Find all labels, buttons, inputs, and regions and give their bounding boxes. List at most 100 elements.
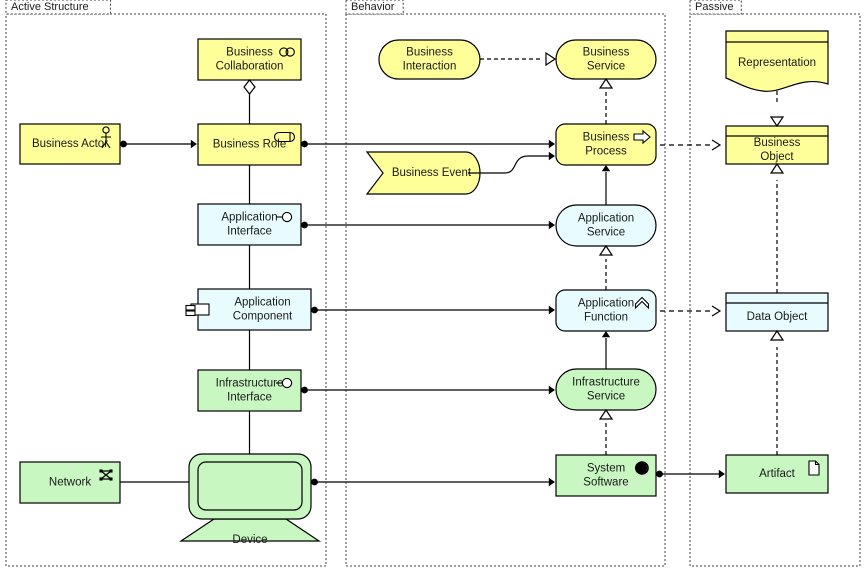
arrowhead-filled bbox=[548, 385, 555, 395]
node-shape[interactable] bbox=[555, 368, 657, 411]
node-shape[interactable] bbox=[555, 123, 657, 166]
assignment-ball bbox=[301, 140, 308, 148]
relation-dataobject-realizes-bobject-realization bbox=[769, 162, 785, 293]
node-shape[interactable] bbox=[197, 123, 302, 166]
arrowhead-filled bbox=[190, 139, 197, 149]
node-shape[interactable] bbox=[555, 454, 657, 497]
component-icon-tab-bottom bbox=[185, 310, 196, 317]
node-label: Representation bbox=[738, 57, 816, 69]
node-label: Application bbox=[234, 297, 290, 309]
relation-event-triggers-process-trigger bbox=[468, 151, 555, 174]
arrowhead-filled bbox=[548, 477, 555, 487]
node-label: Device bbox=[232, 534, 267, 546]
system-software-icon-inner bbox=[635, 462, 647, 474]
node-label: Business bbox=[406, 47, 453, 59]
node-data-object[interactable]: Data Object bbox=[725, 292, 829, 332]
node-business-role[interactable]: Business Role bbox=[197, 123, 302, 166]
panel-label: Passive bbox=[695, 1, 734, 13]
device-icon-screen bbox=[197, 461, 303, 511]
arrowhead-filled bbox=[601, 331, 611, 338]
arrowhead-filled bbox=[601, 165, 611, 172]
arrowhead-hollow-triangle bbox=[769, 329, 785, 341]
arrowhead-open bbox=[711, 305, 722, 317]
node-label: Network bbox=[49, 477, 91, 489]
node-label: Business Event bbox=[392, 167, 472, 179]
node-business-actor[interactable]: Business Actor bbox=[19, 123, 121, 165]
arrowhead-filled bbox=[548, 139, 555, 149]
relation-syssoftware-realizes-infraservice-realization bbox=[598, 408, 614, 455]
collaboration-icon-right bbox=[285, 47, 295, 57]
node-label: Business bbox=[754, 137, 801, 149]
relation-appinterface-assigned-appservice-assignment bbox=[301, 220, 555, 230]
network-icon-links bbox=[100, 470, 112, 480]
node-label: Interaction bbox=[403, 61, 457, 73]
node-business-event[interactable]: Business Event bbox=[365, 151, 481, 195]
node-artifact[interactable]: Artifact bbox=[725, 454, 829, 494]
panel-border bbox=[5, 13, 327, 567]
artifact-icon-fold bbox=[814, 461, 819, 466]
node-label: Application bbox=[578, 213, 634, 225]
process-arrow-icon-shape bbox=[633, 129, 651, 145]
panel-tab bbox=[5, 0, 111, 15]
node-label: Software bbox=[583, 477, 628, 489]
relation-interaction-realizes-service-realization bbox=[480, 51, 557, 67]
panel-tab bbox=[345, 0, 404, 15]
node-label: Object bbox=[760, 151, 794, 163]
node-label: Business bbox=[226, 47, 273, 59]
node-label: Function bbox=[584, 312, 628, 324]
function-arrow-icon-shape bbox=[634, 296, 650, 310]
arrowhead-hollow-triangle bbox=[598, 244, 614, 256]
arrowhead-hollow-triangle bbox=[769, 116, 785, 128]
node-shape[interactable] bbox=[555, 289, 657, 332]
actor-icon-body bbox=[101, 133, 111, 149]
node-label: Application bbox=[221, 212, 277, 224]
artifact-icon-page bbox=[808, 460, 820, 476]
arrowhead-filled bbox=[548, 305, 555, 315]
assignment-ball bbox=[301, 386, 308, 394]
node-label: Component bbox=[233, 311, 293, 323]
node-network[interactable]: Network bbox=[19, 461, 121, 504]
aggregation-diamond bbox=[243, 79, 256, 95]
arrowhead-filled bbox=[548, 220, 555, 230]
relation-infraservice-used-by-function-serving bbox=[601, 331, 611, 369]
node-label: Process bbox=[585, 146, 627, 158]
node-shape[interactable] bbox=[19, 461, 121, 504]
node-device[interactable]: Device bbox=[179, 453, 321, 546]
node-shape[interactable] bbox=[725, 125, 829, 165]
relation-path bbox=[468, 155, 550, 174]
panel-behavior: Behavior bbox=[345, 0, 666, 567]
node-shape[interactable] bbox=[725, 292, 829, 332]
relation-collaboration-aggregates-role-aggregation bbox=[243, 79, 256, 124]
panel-label: Behavior bbox=[351, 1, 395, 13]
arrowhead-open bbox=[711, 139, 722, 151]
relation-artifact-realizes-dataobject-realization bbox=[769, 329, 785, 455]
panel-label: Active Structure bbox=[11, 1, 89, 13]
node-shape[interactable] bbox=[197, 288, 312, 331]
node-shape[interactable] bbox=[197, 38, 302, 81]
node-label: Business bbox=[583, 132, 630, 144]
node-representation[interactable]: Representation bbox=[725, 30, 829, 92]
node-shape[interactable] bbox=[197, 369, 302, 412]
relation-process-realizes-service-realization bbox=[598, 77, 614, 124]
node-shape[interactable] bbox=[555, 204, 657, 247]
node-shape[interactable] bbox=[725, 30, 829, 92]
node-shape[interactable] bbox=[365, 151, 481, 195]
relation-appfunction-accesses-dataobject-access bbox=[660, 305, 722, 317]
interface-circle-icon-circle bbox=[281, 377, 293, 389]
arrowhead-hollow-triangle bbox=[545, 51, 557, 67]
arrowhead-hollow-triangle bbox=[598, 77, 614, 89]
node-shape[interactable] bbox=[197, 203, 302, 246]
assignment-ball bbox=[311, 478, 318, 486]
